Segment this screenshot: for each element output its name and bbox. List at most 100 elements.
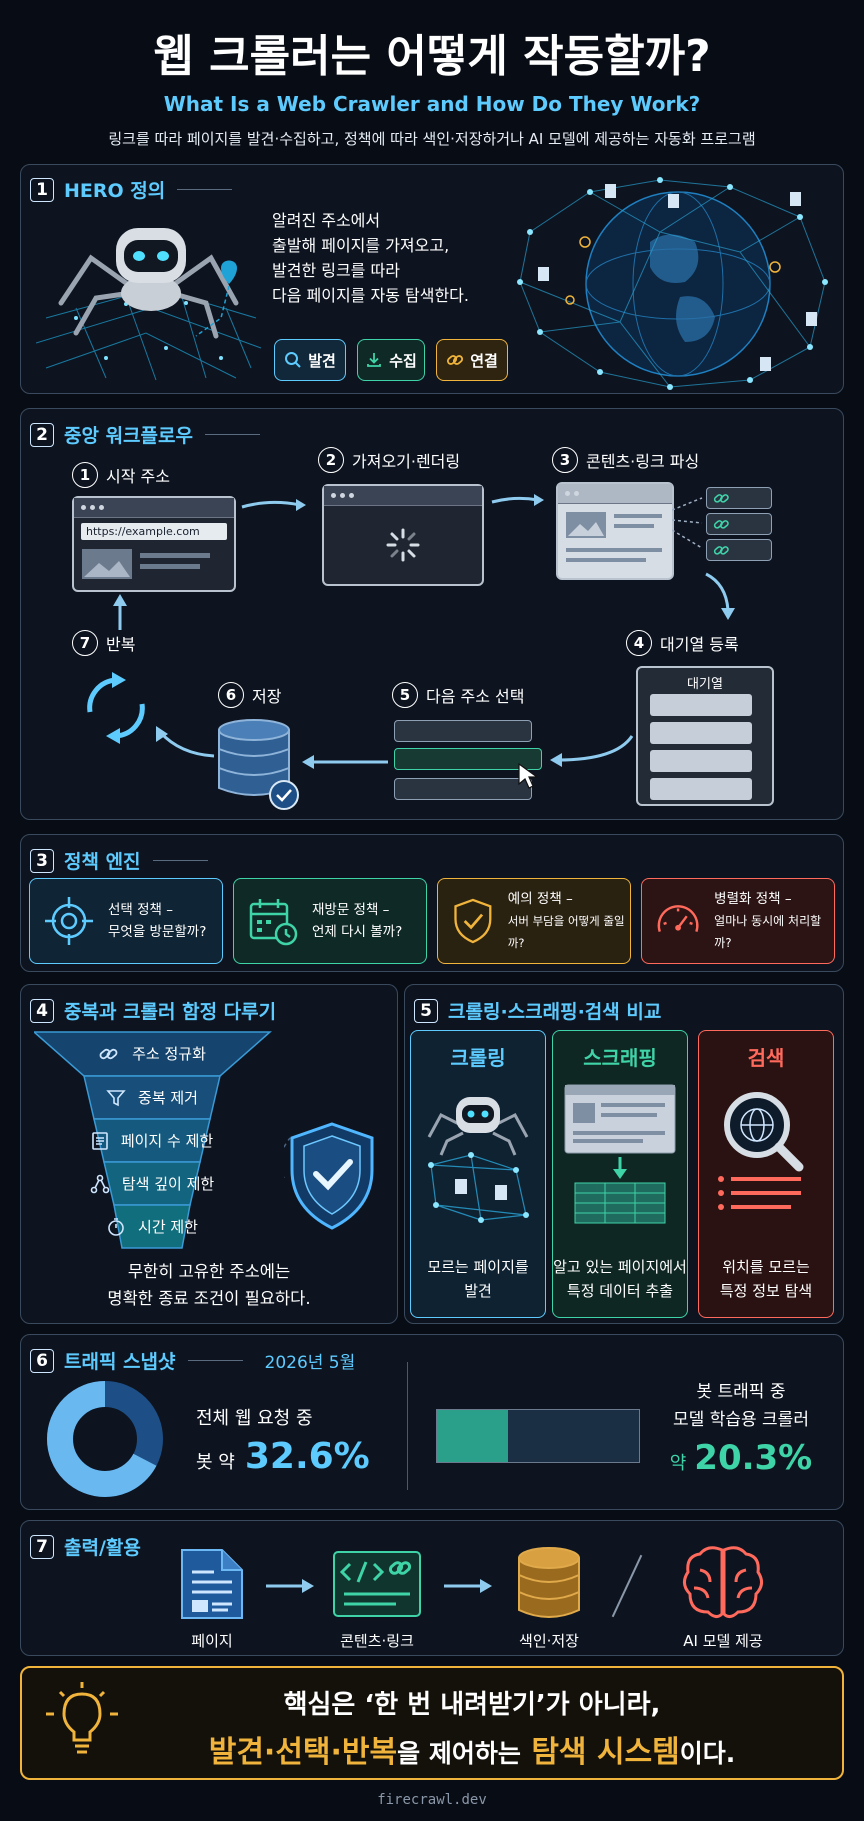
database-icon <box>218 719 299 810</box>
policy-politeness: 예의 정책 –서버 부담을 어떻게 줄일까? <box>437 878 631 964</box>
page-icon <box>92 1131 108 1150</box>
column-desc: 특정 정보 탐색 <box>719 1282 813 1300</box>
policy-title: 재방문 정책 – <box>312 902 390 918</box>
selected-url <box>394 748 542 770</box>
flow-arrow <box>156 726 215 758</box>
output-label: 콘텐츠·링크 <box>340 1632 414 1650</box>
download-icon <box>367 353 382 367</box>
magnifier-globe-icon <box>718 1092 804 1210</box>
section-title: 중복과 크롤러 함정 다루기 <box>64 1001 277 1023</box>
policy-question: 무엇을 방문할까? <box>108 924 207 940</box>
traps-caption: 무한히 고유한 주소에는 명확한 종료 조건이 필요하다. <box>20 1258 398 1312</box>
flow-arrow <box>302 755 388 769</box>
flow-arrow <box>266 1579 314 1593</box>
pill-label: 연결 <box>470 351 498 370</box>
gauge-icon <box>657 905 699 932</box>
link-icon <box>99 1048 118 1059</box>
section-title: 정책 엔진 <box>64 851 141 873</box>
pill-label: 수집 <box>389 351 417 370</box>
key-message-line1: 핵심은 ‘한 번 내려받기’가 아니라, <box>283 1690 661 1720</box>
link-icon <box>447 355 464 365</box>
extracted-link <box>706 513 772 535</box>
column-desc: 위치를 모르는 <box>722 1258 810 1276</box>
policy-parallel: 병렬화 정책 –얼마나 동시에 처리할까? <box>641 878 835 964</box>
section-title: 트래픽 스냅샷 <box>64 1351 176 1373</box>
policy-selection: 선택 정책 –무엇을 방문할까? <box>29 878 223 964</box>
search-icon <box>285 352 301 368</box>
output-label: 색인·저장 <box>519 1632 579 1650</box>
step-label: 가져오기·렌더링 <box>352 452 461 471</box>
candidate-url <box>394 778 532 800</box>
output-label: 페이지 <box>191 1632 233 1650</box>
section-output-heading: 7 출력/활용 <box>30 1533 141 1560</box>
extracted-link <box>706 539 772 561</box>
flow-arrow <box>705 572 735 620</box>
queue-panel: 대기열 <box>636 666 774 806</box>
key-message-box <box>20 1666 844 1780</box>
bot-share-arc <box>47 1381 163 1497</box>
step-number: 6 <box>218 682 244 708</box>
trap-label: 탐색 깊이 제한 <box>121 1175 215 1193</box>
message-text: 이다. <box>679 1739 736 1768</box>
step-label: 콘텐츠·링크 파싱 <box>586 452 700 471</box>
document-content-icon <box>566 512 662 562</box>
page-description: 링크를 따라 페이지를 발견·수집하고, 정책에 따라 색인·저장하거나 AI … <box>108 130 756 148</box>
code-link-icon <box>333 1551 421 1617</box>
section-title: HERO 정의 <box>64 180 166 202</box>
hero-description: 알려진 주소에서 출발해 페이지를 가져오고, 발견한 링크를 따라 다음 페이… <box>272 208 469 308</box>
step-parse: 3 콘텐츠·링크 파싱 <box>552 447 699 473</box>
link-icon <box>713 520 729 529</box>
step-fetch-render: 2 가져오기·렌더링 <box>318 447 460 473</box>
hero-line: 발견한 링크를 따라 <box>272 261 400 280</box>
link-icon <box>713 494 729 503</box>
hero-line: 출발해 페이지를 가져오고, <box>272 236 450 255</box>
policy-title: 예의 정책 – <box>507 891 573 907</box>
bot-share-donut <box>47 1381 163 1497</box>
trap-label: 시간 제한 <box>138 1218 198 1236</box>
policy-question: 언제 다시 볼까? <box>312 924 403 940</box>
highlight-text: 탐색 시스템 <box>531 1735 680 1770</box>
section-number: 2 <box>30 422 54 447</box>
queue-item <box>650 750 752 772</box>
stat-label: 전체 웹 요청 중 <box>196 1408 313 1429</box>
training-share-bar <box>436 1409 640 1463</box>
step-number: 7 <box>72 630 98 656</box>
stat-prefix: 봇 약 <box>196 1452 235 1473</box>
snapshot-date: 2026년 5월 <box>264 1353 356 1373</box>
policy-revisit: 재방문 정책 – 언제 다시 볼까? <box>233 878 427 964</box>
page-subtitle: What Is a Web Crawler and How Do They Wo… <box>163 92 701 116</box>
column-desc: 특정 데이터 추출 <box>566 1282 674 1300</box>
step-label: 시작 주소 <box>106 467 170 486</box>
training-share-text: 봇 트래픽 중 모델 학습용 크롤러 약 20.3% <box>650 1378 832 1478</box>
hero-line: 다음 페이지를 자동 탐색한다. <box>272 286 469 305</box>
key-message-line2: 발견·선택·반복을 제어하는 탐색 시스템이다. <box>120 1727 824 1771</box>
queue-item <box>650 778 752 800</box>
page-title: 웹 크롤러는 어떻게 작동할까? <box>153 31 711 82</box>
flow-arrow <box>550 735 634 767</box>
flow-arrow <box>113 594 127 630</box>
trap-label: 중복 제거 <box>138 1089 198 1107</box>
step-number: 3 <box>552 447 578 473</box>
section-output <box>20 1520 844 1656</box>
caption-line: 무한히 고유한 주소에는 <box>127 1262 291 1281</box>
next-url-list <box>394 718 542 810</box>
column-title: 크롤링 <box>450 1046 506 1070</box>
section-policy-heading: 3 정책 엔진 <box>30 847 208 874</box>
step-number: 1 <box>72 462 98 488</box>
section-number: 4 <box>30 998 54 1023</box>
crawler-robot-icon <box>427 1097 529 1223</box>
section-traps-heading: 4 중복과 크롤러 함정 다루기 <box>30 997 276 1024</box>
step-label: 저장 <box>252 687 282 706</box>
step-start-url: 1 시작 주소 <box>72 462 170 488</box>
trap-label: 주소 정규화 <box>132 1045 206 1063</box>
training-share-fill <box>437 1410 508 1462</box>
stat-label: 모델 학습용 크롤러 <box>673 1410 809 1430</box>
document-icon <box>181 1549 243 1619</box>
globe-network-illustration <box>517 177 828 390</box>
column-desc: 발견 <box>464 1282 492 1300</box>
stat-prefix: 약 <box>669 1453 687 1474</box>
step-number: 2 <box>318 447 344 473</box>
